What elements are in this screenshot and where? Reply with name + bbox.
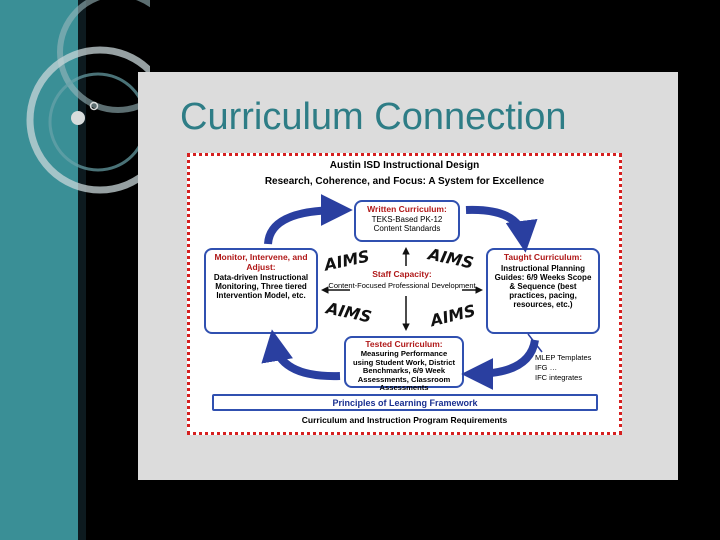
taught-curriculum-box: Taught Curriculum: Instructional Plannin… xyxy=(486,248,600,334)
mlep-note-line-1: MLEP Templates xyxy=(535,353,592,362)
taught-curriculum-title: Taught Curriculum: xyxy=(503,252,583,262)
taught-curriculum-body: Instructional Planning Guides: 6/9 Weeks… xyxy=(494,264,592,309)
arrows-overlay xyxy=(261,194,543,390)
diagram-footer: Curriculum and Instruction Program Requi… xyxy=(301,415,508,425)
arrow-monitor-to-written xyxy=(264,194,353,245)
mlep-pointer-line xyxy=(527,333,543,353)
framework-bar: Principles of Learning Framework xyxy=(212,394,598,411)
tested-curriculum-body: Measuring Performance using Student Work… xyxy=(353,349,455,392)
monitor-body: Data-driven Instructional Monitoring, Th… xyxy=(213,273,309,300)
staff-capacity-title: Staff Capacity: xyxy=(372,269,432,279)
mlep-note-line-2: IFG … xyxy=(535,363,558,372)
mlep-note: MLEP Templates IFG … IFC integrates xyxy=(535,353,609,388)
left-dark-strip xyxy=(78,0,86,540)
monitor-title: Monitor, Intervene, and Adjust: xyxy=(214,252,308,272)
diagram-subheading: Research, Coherence, and Focus: A System… xyxy=(264,176,545,187)
arrow-taught-to-tested xyxy=(461,339,539,390)
tested-curriculum-title: Tested Curriculum: xyxy=(365,339,443,349)
diagram-heading: Austin ISD Instructional Design xyxy=(329,160,480,171)
staff-capacity-body: Content-Focused Professional Development xyxy=(328,281,476,290)
written-curriculum-body: TEKS-Based PK-12 Content Standards xyxy=(371,215,443,233)
framework-label: Principles of Learning Framework xyxy=(332,398,478,408)
arrow-tested-to-monitor xyxy=(261,329,341,381)
instructional-design-diagram: Austin ISD Instructional Design Research… xyxy=(187,153,622,435)
written-curriculum-box: Written Curriculum: TEKS-Based PK-12 Con… xyxy=(354,200,460,242)
tested-curriculum-box: Tested Curriculum: Measuring Performance… xyxy=(344,336,464,392)
mlep-note-line-3: IFC integrates xyxy=(535,373,583,382)
monitor-box: Monitor, Intervene, and Adjust: Data-dri… xyxy=(204,248,318,334)
decorative-rings xyxy=(26,0,150,194)
arrow-written-to-taught xyxy=(465,205,538,253)
slide-title: Curriculum Connection xyxy=(180,96,567,138)
bullet-dot-small xyxy=(89,101,99,111)
written-curriculum-title: Written Curriculum: xyxy=(367,204,447,214)
bullet-dot-large xyxy=(71,111,85,125)
